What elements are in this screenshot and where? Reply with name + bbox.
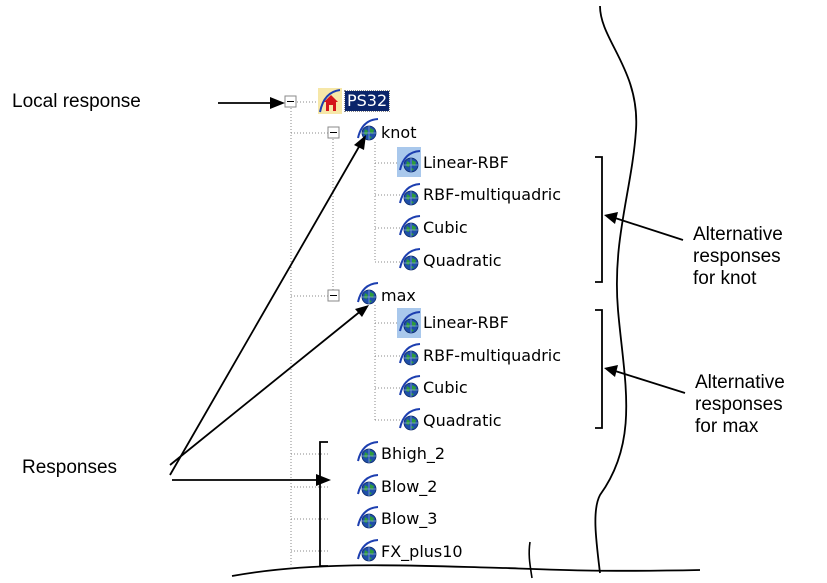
tree-node-knot-child-1[interactable]: Linear-RBF [423,153,509,172]
expander-root [284,95,297,108]
tree-node-knot[interactable]: knot [381,123,417,142]
blow-2-icon [357,474,379,497]
callout-alt-knot: Alternative responses for knot [693,224,783,290]
callout-alt-knot-line-2: responses [693,246,781,267]
tree-node-response-1[interactable]: Bhigh_2 [381,444,446,463]
bhigh-2-icon [357,441,379,464]
knot-quadratic-icon [399,248,421,271]
tree-node-max-child-3[interactable]: Cubic [423,378,468,397]
max-icon [357,282,379,305]
fx-plus10-icon [357,539,379,562]
tree-node-max-child-1[interactable]: Linear-RBF [423,313,509,332]
max-quadratic-icon [399,408,421,431]
max-rbf-multiquadric-icon [399,343,421,366]
callout-alt-max-line-1: Alternative [695,372,785,393]
tree-node-response-2[interactable]: Blow_2 [381,477,438,496]
max-linear-rbf-icon [397,308,421,338]
arrowheads [270,97,618,486]
tree-node-max-child-2[interactable]: RBF-multiquadric [423,346,562,365]
knot-linear-rbf-icon [397,147,421,177]
tree-connectors [290,101,400,568]
tree-node-max[interactable]: max [381,286,416,305]
bracket-max [595,309,603,429]
bracket-responses [319,441,328,567]
max-cubic-icon [399,375,421,398]
tree-node-knot-child-2[interactable]: RBF-multiquadric [423,185,562,204]
knot-rbf-multiquadric-icon [399,183,421,206]
tree-root-label[interactable]: PS32 [343,90,391,112]
expander-max [327,289,340,302]
expander-knot [327,126,340,139]
tree-node-response-3[interactable]: Blow_3 [381,509,438,528]
blow-3-icon [357,506,379,529]
callout-alt-knot-line-3: for knot [693,268,757,289]
tree-node-knot-child-3[interactable]: Cubic [423,218,468,237]
arrows [169,102,686,481]
callout-alt-max-line-3: for max [695,416,759,437]
callout-responses: Responses [22,457,118,478]
tree-node-knot-child-4[interactable]: Quadratic [423,251,502,270]
root-icon [318,88,342,114]
bracket-knot [595,156,603,283]
boundary-top-right [594,5,638,574]
tree-node-response-4[interactable]: FX_plus10 [381,542,463,561]
callout-alt-knot-line-1: Alternative [693,224,783,245]
callout-alt-max-line-2: responses [695,394,783,415]
callout-alt-max: Alternative responses for max [695,372,785,438]
callout-local-response: Local response [12,91,141,112]
boundary-bottom [231,564,701,577]
tree-node-max-child-4[interactable]: Quadratic [423,411,502,430]
knot-cubic-icon [399,215,421,238]
boundary-right-lower [528,541,533,579]
knot-icon [357,118,379,141]
